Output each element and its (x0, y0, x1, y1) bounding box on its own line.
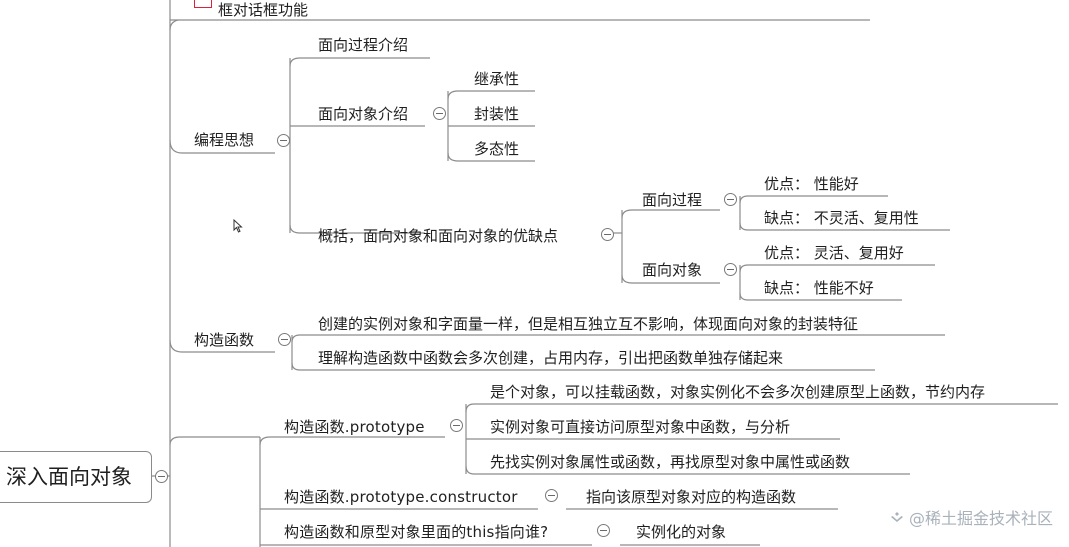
node-constructor[interactable]: 构造函数 (194, 331, 255, 349)
collapse-toggle-paradigm[interactable] (277, 134, 290, 147)
collapse-toggle-object[interactable] (724, 263, 737, 276)
node-trait-encapsulation[interactable]: 封装性 (474, 105, 520, 123)
node-summary[interactable]: 概括，面向对象和面向对象的优缺点 (318, 227, 559, 245)
collapse-toggle-procedural[interactable] (724, 193, 737, 206)
node-prototype-note-1[interactable]: 是个对象，可以挂载函数，对象实例化不会多次创建原型上函数，节约内存 (490, 383, 986, 401)
root-node-label: 深入面向对象 (6, 465, 132, 489)
collapse-toggle-this-binding[interactable] (597, 524, 610, 537)
node-object-cons[interactable]: 缺点： 性能不好 (764, 279, 874, 297)
node-procedural-intro[interactable]: 面向过程介绍 (318, 36, 409, 54)
node-constructor-note-1[interactable]: 创建的实例对象和字面量一样，但是相互独立互不影响，体现面向对象的封装特征 (318, 315, 859, 333)
collapse-toggle-prototype-constructor[interactable] (545, 489, 558, 502)
node-procedural[interactable]: 面向过程 (642, 191, 703, 209)
node-prototype-constructor[interactable]: 构造函数.prototype.constructor (284, 488, 518, 506)
watermark-text: @稀土掘金技术社区 (908, 509, 1053, 528)
collapse-toggle-root[interactable] (155, 470, 168, 483)
juejin-logo-icon (890, 512, 903, 522)
node-prototype-note-3[interactable]: 先找实例对象属性或函数，再找原型对象中属性或函数 (490, 453, 851, 471)
node-prototype-constructor-note[interactable]: 指向该原型对象对应的构造函数 (586, 488, 797, 506)
watermark: @稀土掘金技术社区 (889, 508, 1053, 530)
collapse-toggle-oop-intro[interactable] (433, 107, 446, 120)
node-constructor-note-2[interactable]: 理解构造函数中函数会多次创建，占用内存，引出把函数单独存储起来 (318, 349, 784, 367)
collapse-toggle-prototype[interactable] (450, 419, 463, 432)
collapse-toggle-constructor[interactable] (278, 333, 291, 346)
node-top-cut[interactable]: 框对话框功能 (218, 1, 309, 19)
node-object[interactable]: 面向对象 (642, 261, 703, 279)
collapse-toggle-summary[interactable] (601, 228, 614, 241)
node-this-binding-note[interactable]: 实例化的对象 (636, 523, 727, 541)
marker-flag (194, 0, 212, 8)
node-trait-polymorphism[interactable]: 多态性 (474, 140, 520, 158)
node-paradigm[interactable]: 编程思想 (194, 131, 255, 149)
node-trait-inheritance[interactable]: 继承性 (474, 70, 520, 88)
root-node[interactable] (0, 451, 152, 503)
node-prototype[interactable]: 构造函数.prototype (284, 418, 425, 436)
node-prototype-note-2[interactable]: 实例对象可直接访问原型对象中函数，与分析 (490, 418, 791, 436)
mouse-cursor-icon (233, 219, 243, 233)
node-object-pros[interactable]: 优点： 灵活、复用好 (764, 244, 904, 262)
node-oop-intro[interactable]: 面向对象介绍 (318, 105, 409, 123)
node-procedural-pros[interactable]: 优点： 性能好 (764, 175, 859, 193)
node-this-binding[interactable]: 构造函数和原型对象里面的this指向谁? (284, 523, 549, 541)
node-procedural-cons[interactable]: 缺点： 不灵活、复用性 (764, 209, 919, 227)
